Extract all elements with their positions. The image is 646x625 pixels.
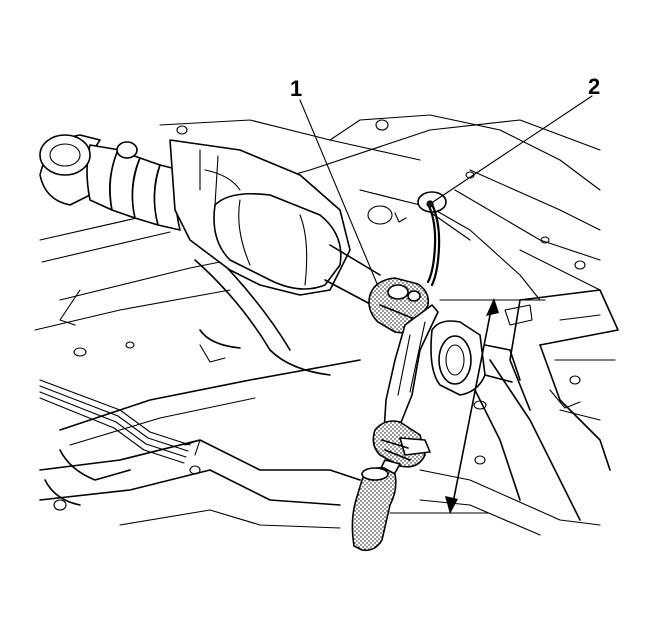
dimension-measurement xyxy=(389,298,546,514)
sensor-socket-tool xyxy=(351,277,533,552)
underbody-structure xyxy=(34,114,619,536)
dimension-arrow-bottom xyxy=(445,496,458,514)
callout-2-label: 2 xyxy=(588,74,600,99)
dimension-arrow-top xyxy=(486,298,499,316)
callout-leaders xyxy=(299,95,593,287)
callout-1-label: 1 xyxy=(290,76,302,101)
oxygen-sensor-wire xyxy=(417,191,447,287)
exhaust-pipe-assembly xyxy=(39,134,381,306)
